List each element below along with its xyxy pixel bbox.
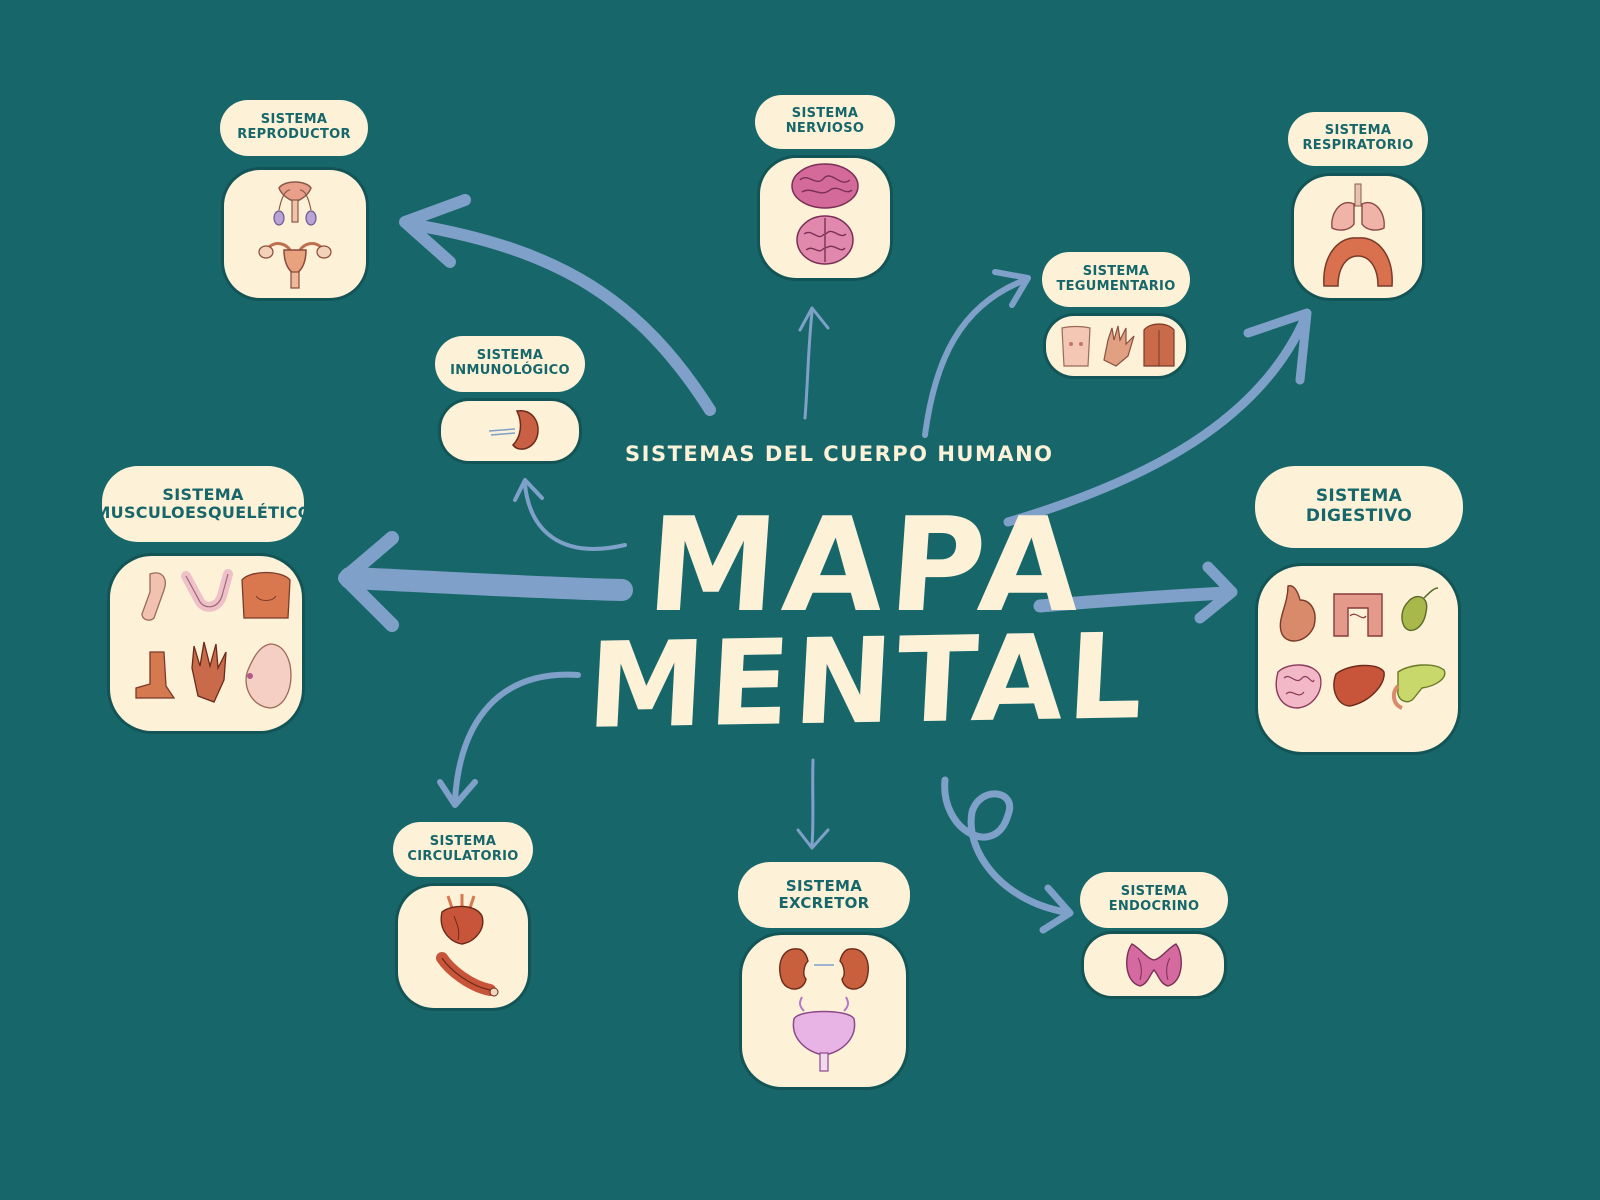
label-sistema-inmunologico: Sistema inmunológico (435, 336, 585, 392)
male-reproductive-icon (273, 181, 317, 226)
artery-icon (436, 952, 499, 997)
arrow-to-digestivo (1033, 586, 1232, 613)
breast-icon (245, 643, 292, 709)
arrowhead-endocrino (1039, 884, 1074, 934)
arrow-to-musculoesqueletico (339, 567, 633, 601)
card-sistema-inmunologico (441, 401, 579, 461)
leg-icon (141, 572, 166, 621)
arrowhead-circulatorio (437, 779, 478, 808)
label-sistema-endocrino: Sistema endocrino (1080, 872, 1228, 928)
label-sistema-tegumentario: Sistema tegumentario (1042, 252, 1190, 307)
label-sistema-circulatorio: Sistema circulatorio (393, 822, 533, 877)
arm-icon (181, 569, 233, 612)
bladder-icon (792, 996, 856, 1072)
card-sistema-circulatorio (398, 886, 528, 1008)
brain-icon (791, 163, 859, 209)
torso-skin-icon (1061, 325, 1091, 367)
brain-icon (796, 215, 854, 265)
foot-icon (135, 651, 176, 699)
kidneys-icon (779, 948, 869, 990)
intestine-icon (1275, 664, 1322, 709)
card-sistema-musculoesqueletico (110, 556, 302, 731)
label-sistema-nervioso: Sistema nervioso (755, 95, 895, 149)
hand-skin-icon (1103, 325, 1135, 367)
arrow-to-excretor (810, 758, 815, 847)
hand-icon (191, 641, 227, 703)
diaphragm-icon (1323, 237, 1393, 287)
label-sistema-excretor: Sistema excretor (738, 862, 910, 928)
arrow-to-inmunologico (523, 483, 627, 551)
back-skin-icon (1143, 323, 1175, 367)
arrow-to-reproductor (409, 219, 716, 416)
arrow-to-respiratorio (1003, 313, 1310, 527)
arrowhead-reproductor (399, 194, 471, 268)
arrowhead-excretor (796, 828, 830, 850)
card-sistema-endocrino (1084, 934, 1224, 996)
label-sistema-respiratorio: Sistema respiratorio (1288, 112, 1428, 166)
subtitle: Sistemas del cuerpo humano (625, 442, 1054, 466)
arrowhead-inmunologico (513, 478, 544, 502)
torso-icon (241, 571, 291, 619)
card-sistema-digestivo (1258, 566, 1458, 752)
title-line-2: Mental (584, 607, 1151, 755)
card-sistema-tegumentario (1046, 316, 1186, 376)
arrow-to-nervioso (803, 310, 814, 420)
card-sistema-respiratorio (1294, 176, 1422, 298)
label-sistema-musculoesqueletico: Sistema musculoesquelético (94, 466, 311, 542)
pancreas-icon (1391, 664, 1446, 710)
arrowhead-musculoesqueletico (338, 531, 399, 632)
spleen-icon (488, 410, 539, 450)
arrowhead-tegumentario (992, 269, 1031, 308)
arrowhead-digestivo (1194, 561, 1238, 624)
thyroid-icon (1126, 943, 1182, 987)
stomach-icon (1279, 585, 1316, 642)
card-sistema-nervioso (760, 158, 890, 278)
arrowhead-respiratorio (1243, 308, 1312, 385)
colon-icon (1333, 593, 1383, 637)
arrowhead-nervioso (798, 306, 830, 332)
arrow-to-circulatorio (452, 671, 581, 803)
label-sistema-digestivo: Sistema digestivo (1255, 466, 1463, 548)
arrow-to-endocrino (941, 776, 1069, 916)
liver-icon (1333, 664, 1385, 707)
female-reproductive-icon (258, 242, 332, 289)
card-sistema-excretor (742, 935, 906, 1087)
gallbladder-icon (1401, 587, 1439, 631)
arrow-to-tegumentario (922, 277, 1028, 438)
lungs-icon (1331, 183, 1385, 231)
heart-icon (440, 894, 484, 945)
label-sistema-reproductor: Sistema reproductor (220, 100, 368, 156)
card-sistema-reproductor (224, 170, 366, 298)
